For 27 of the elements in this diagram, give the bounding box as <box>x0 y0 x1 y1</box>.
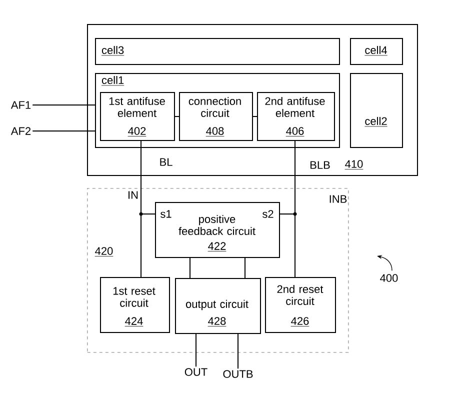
circuit-box: cell4 <box>350 38 403 65</box>
circuit-box: cell3 <box>95 38 340 65</box>
connection-line <box>32 104 96 106</box>
signal-label: AF2 <box>10 127 31 135</box>
signal-label: s2 <box>262 210 274 218</box>
connection-line <box>294 140 296 278</box>
signal-label: OUT <box>184 368 208 376</box>
connection-line <box>252 116 258 117</box>
signal-label: AF1 <box>10 101 31 109</box>
signal-label: BL <box>160 158 172 166</box>
signal-label: INB <box>330 195 347 203</box>
signal-label: IN <box>128 191 138 199</box>
signal-label: BLB <box>310 161 330 169</box>
signal-label: OUTB <box>223 370 253 378</box>
circuit-box: 1st antifuse element 402 <box>100 92 175 141</box>
reference-numeral: 400 <box>380 274 398 282</box>
circuit-box: 2nd antifuse element 406 <box>257 92 335 141</box>
connection-line <box>244 258 246 278</box>
connection-line <box>32 130 96 132</box>
connection-line <box>174 116 180 117</box>
circuit-box: output circuit 428 <box>175 278 261 334</box>
circuit-box: cell2 <box>350 73 403 148</box>
circuit-box: 1st reset circuit 424 <box>100 277 170 333</box>
connection-line <box>140 140 142 278</box>
signal-label: s1 <box>160 210 172 218</box>
circuit-box: connection circuit 408 <box>179 92 253 141</box>
circuit-box: 2nd reset circuit 426 <box>265 277 336 333</box>
